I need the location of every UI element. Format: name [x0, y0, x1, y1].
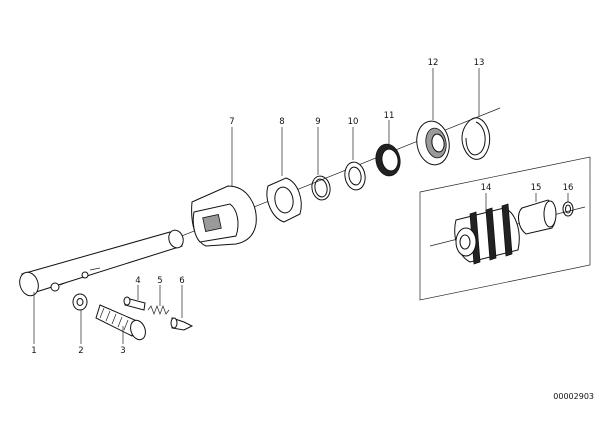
- part-11-bearing-ring: [375, 143, 401, 177]
- part-7-housing: [191, 185, 257, 247]
- callout-15: 15: [531, 183, 542, 193]
- part-1-shaft: [19, 229, 184, 297]
- callout-12: 12: [428, 58, 439, 68]
- callout-2: 2: [78, 346, 83, 356]
- callout-14: 14: [481, 183, 492, 193]
- leader-lines: [33, 68, 569, 344]
- part-10-ring: [344, 161, 366, 191]
- callout-4: 4: [135, 276, 140, 286]
- part-9-snap-ring: [311, 175, 331, 201]
- part-6-plunger: [170, 317, 194, 331]
- gear-subassembly-frame: [419, 156, 591, 301]
- callout-8: 8: [279, 117, 284, 127]
- callout-6: 6: [179, 276, 184, 286]
- part-14-pinion-gear: [454, 203, 520, 265]
- part-13-retaining-ring: [461, 117, 491, 160]
- callout-9: 9: [315, 117, 320, 127]
- part-5-spring: [147, 305, 170, 315]
- callout-16: 16: [563, 183, 574, 193]
- callout-5: 5: [157, 276, 162, 286]
- part-3-bolt: [95, 304, 146, 341]
- part-4-pin: [123, 296, 146, 311]
- callout-3: 3: [120, 346, 125, 356]
- callout-13: 13: [474, 58, 485, 68]
- callout-10: 10: [348, 117, 359, 127]
- part-2-washer: [72, 293, 88, 311]
- part-16-small-ring: [562, 201, 574, 217]
- drawing-code: 00002903: [553, 392, 594, 401]
- part-12-collar: [416, 120, 450, 166]
- part-15-bushing: [518, 199, 557, 235]
- callout-7: 7: [229, 117, 234, 127]
- callout-11: 11: [384, 111, 395, 121]
- callout-1: 1: [31, 346, 36, 356]
- part-8-lock-plate: [266, 177, 302, 223]
